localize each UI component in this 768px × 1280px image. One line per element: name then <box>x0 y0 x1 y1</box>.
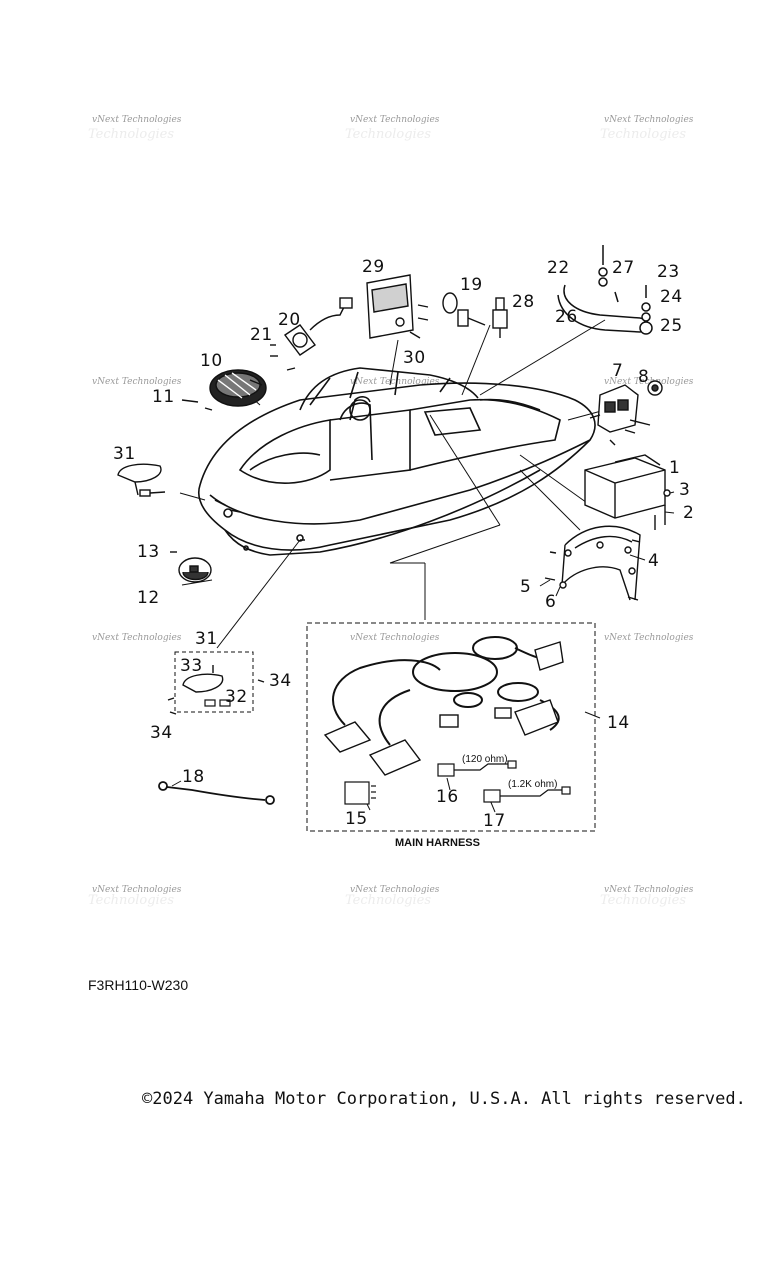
part-screws <box>544 539 641 601</box>
watermark: vNext Technologies <box>350 633 440 643</box>
callout-31: 31 <box>113 444 136 464</box>
callout-8: 8 <box>638 367 649 387</box>
watermark: vNext Technologies <box>604 115 694 125</box>
part-speaker <box>270 297 353 371</box>
watermark-ghost: Technologies <box>88 127 174 142</box>
callout-22: 22 <box>547 258 570 278</box>
callout-10: 10 <box>200 351 223 371</box>
part-meter-panel <box>366 274 429 339</box>
callout-6: 6 <box>545 592 556 612</box>
callout-12: 12 <box>137 588 160 608</box>
callout-26: 26 <box>555 307 578 327</box>
callout-19: 19 <box>460 275 483 295</box>
part-stern-light <box>170 551 212 583</box>
watermark: vNext Technologies <box>92 885 182 895</box>
main-harness-title: MAIN HARNESS <box>395 837 480 849</box>
callout-32: 32 <box>225 687 248 707</box>
watermark: vNext Technologies <box>604 885 694 895</box>
callout-25: 25 <box>660 316 683 336</box>
callout-27: 27 <box>612 258 635 278</box>
callout-5: 5 <box>520 577 531 597</box>
watermark: vNext Technologies <box>350 377 440 387</box>
part-nav-light <box>117 463 166 497</box>
callout-20: 20 <box>278 310 301 330</box>
watermark: vNext Technologies <box>350 115 440 125</box>
watermark-ghost: Technologies <box>600 893 686 908</box>
watermark-ghost: Technologies <box>345 893 431 908</box>
part-tow-eye <box>557 245 653 335</box>
callout-34-lower: 34 <box>150 723 173 743</box>
watermark: vNext Technologies <box>604 377 694 387</box>
callout-33: 33 <box>180 656 203 676</box>
watermark: vNext Technologies <box>350 885 440 895</box>
watermark-ghost: Technologies <box>88 893 174 908</box>
callout-14: 14 <box>607 713 630 733</box>
part-ground-cable <box>158 781 275 805</box>
part-ecu-box <box>584 454 666 519</box>
callout-31-assembly: 31 <box>195 629 218 649</box>
main-harness-group: (120 ohm) (1.2K ohm) MAIN HARNESS <box>306 622 596 849</box>
callout-13: 13 <box>137 542 160 562</box>
watermark: vNext Technologies <box>92 377 182 387</box>
callout-23: 23 <box>657 262 680 282</box>
callout-21: 21 <box>250 325 273 345</box>
callout-1: 1 <box>669 458 680 478</box>
callout-2: 2 <box>683 503 694 523</box>
callout-18: 18 <box>182 767 205 787</box>
callout-34: 34 <box>269 671 292 691</box>
watermark-ghost: Technologies <box>345 127 431 142</box>
watermarks: Technologies vNext Technologies Technolo… <box>88 115 694 908</box>
part-light-assembly <box>167 651 265 715</box>
callout-11: 11 <box>152 387 175 407</box>
copyright-notice: ©2024 Yamaha Motor Corporation, U.S.A. A… <box>142 1089 746 1109</box>
drawing-code: F3RH110-W230 <box>88 977 189 993</box>
watermark: vNext Technologies <box>92 633 182 643</box>
callout-15: 15 <box>345 809 368 829</box>
callout-7: 7 <box>612 361 623 381</box>
watermark: vNext Technologies <box>92 115 182 125</box>
callout-3: 3 <box>679 480 690 500</box>
part-bolts <box>654 489 671 530</box>
callout-4: 4 <box>648 551 659 571</box>
resistor-1k2-label: (1.2K ohm) <box>508 779 557 790</box>
watermark-ghost: Technologies <box>600 127 686 142</box>
callout-30: 30 <box>403 348 426 368</box>
watermark: vNext Technologies <box>604 633 694 643</box>
callout-17: 17 <box>483 811 506 831</box>
part-fuse-box <box>589 380 663 446</box>
part-audio-unit <box>181 369 267 411</box>
callout-28: 28 <box>512 292 535 312</box>
callout-16: 16 <box>436 787 459 807</box>
boat-hull <box>198 367 596 556</box>
callout-labels: 1 2 3 4 5 6 7 8 10 11 12 13 14 15 16 17 … <box>113 257 694 831</box>
callout-24: 24 <box>660 287 683 307</box>
callout-29: 29 <box>362 257 385 277</box>
part-sensor <box>442 292 508 338</box>
part-bracket <box>561 525 641 601</box>
resistor-120-label: (120 ohm) <box>462 754 508 765</box>
